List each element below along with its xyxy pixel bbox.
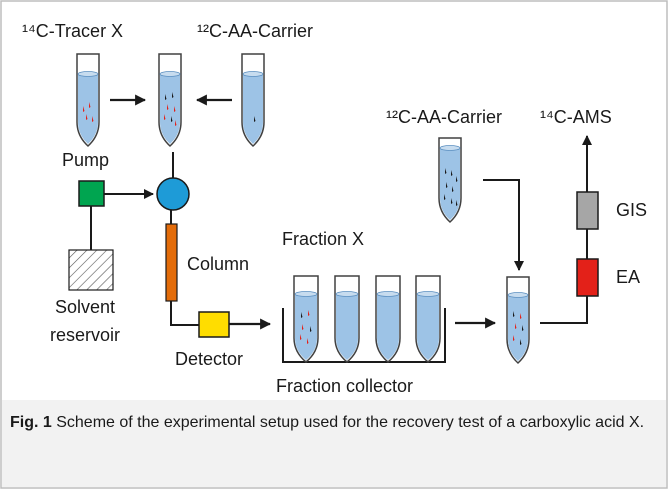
detector-label: Detector <box>175 349 243 369</box>
arrow-carrier-to-final <box>483 179 524 271</box>
line-column-to-detector <box>170 301 199 326</box>
gis-label: GIS <box>616 200 647 220</box>
ams-label: ¹⁴C-AMS <box>540 107 612 127</box>
carrier-molecules <box>254 116 256 122</box>
carrier-right-label: ¹²C-AA-Carrier <box>386 107 502 127</box>
tracer-molecules <box>83 102 94 122</box>
fraction-tube-x <box>293 275 319 363</box>
solvent-label-line1: Solvent <box>55 297 115 317</box>
fraction-collector-label: Fraction collector <box>276 376 413 396</box>
fraction-x-label: Fraction X <box>282 229 364 249</box>
carrier-tube-right <box>438 137 462 224</box>
pump-box <box>78 180 105 207</box>
injection-valve <box>156 177 190 211</box>
final-tube <box>506 276 530 365</box>
ea-label: EA <box>616 267 640 287</box>
fraction-tube <box>334 275 360 363</box>
mix-tube <box>158 53 182 148</box>
solvent-reservoir <box>68 249 114 291</box>
column-label: Column <box>187 254 249 274</box>
pump-label: Pump <box>62 150 109 170</box>
solvent-label-line2: reservoir <box>50 325 120 345</box>
fraction-collector-tray <box>282 308 446 363</box>
caption-text: Scheme of the experimental setup used fo… <box>51 414 645 431</box>
gis-box <box>576 191 599 230</box>
fraction-tube <box>415 275 441 363</box>
carrier-top-label: ¹²C-AA-Carrier <box>197 21 313 41</box>
ea-box <box>576 258 599 297</box>
mixed-molecules <box>164 92 177 126</box>
figure-caption: Fig. 1 Scheme of the experimental setup … <box>10 412 650 434</box>
tracer-tube <box>76 53 100 148</box>
figure-number: Fig. 1 <box>10 414 52 431</box>
carrier-tube-top <box>241 53 265 148</box>
column <box>165 223 178 302</box>
detector-box <box>198 311 230 338</box>
line-final-to-ea <box>540 296 588 324</box>
tracer-label: ¹⁴C-Tracer X <box>22 21 123 41</box>
caption-band <box>2 400 666 487</box>
fraction-tube <box>375 275 401 363</box>
